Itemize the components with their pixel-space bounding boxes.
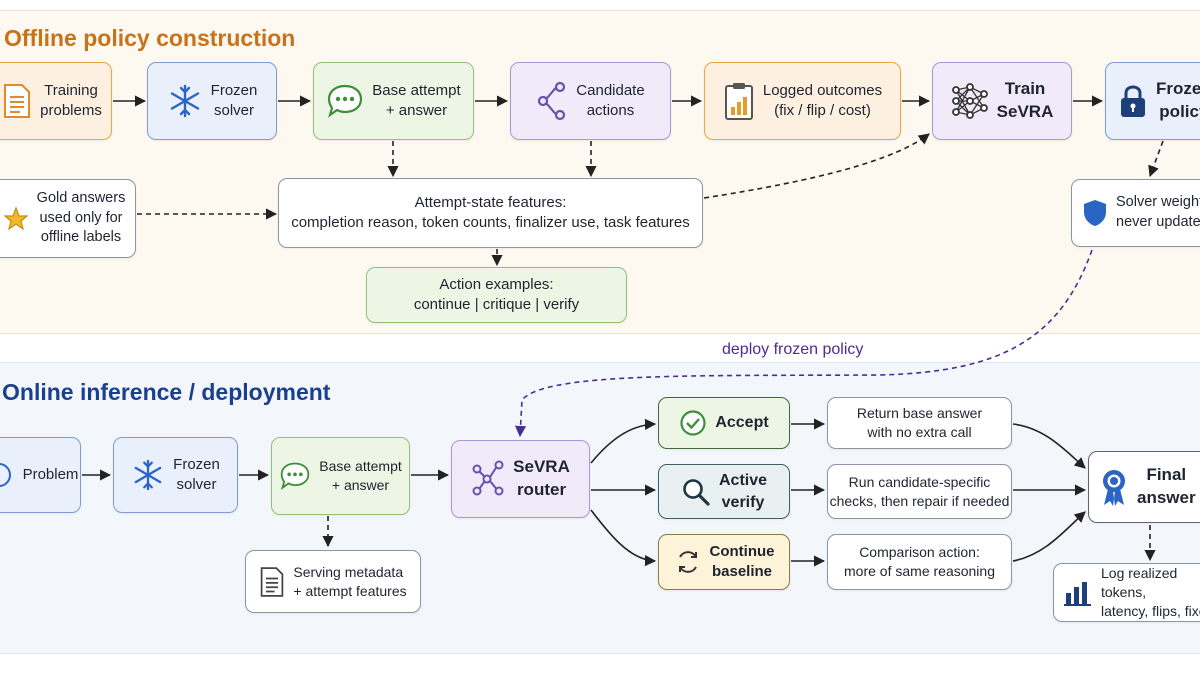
arrow-router-to-continue (590, 509, 657, 567)
candidate-actions-box: Candidate actions (510, 62, 671, 140)
arrow-features-to-train (703, 133, 930, 199)
arrow-policy-to-weights (1148, 140, 1164, 178)
base-attempt-label: Base attempt + answer (372, 81, 461, 119)
snowflake-icon (131, 458, 165, 492)
training-problems-label: Training problems (40, 81, 102, 119)
base-attempt-box: Base attempt + answer (313, 62, 474, 140)
chat-icon (279, 461, 311, 491)
attempt-features-box: Attempt-state features: completion reaso… (278, 178, 703, 248)
sevra-router-label: SeVRA router (513, 457, 570, 499)
action-examples-label: Action examples: continue | critique | v… (413, 275, 580, 313)
check-circle-icon (679, 409, 707, 437)
logged-outcomes-label: Logged outcomes (fix / flip / cost) (762, 81, 883, 119)
solver-weights-label: Solver weights never updated (1116, 194, 1200, 230)
frozen-policy-box: Frozen policy (1105, 62, 1200, 140)
star-icon (3, 205, 29, 232)
final-answer-box: Final answer (1088, 451, 1200, 523)
frozen-solver-label: Frozen solver (210, 81, 258, 119)
sevra-router-box: SeVRA router (451, 440, 590, 518)
branch-icon (471, 459, 505, 499)
accept-label: Accept (715, 414, 769, 432)
serving-metadata-label: Serving metadata + attempt features (293, 563, 407, 599)
final-answer-label: Final answer (1137, 465, 1196, 507)
serving-metadata-box: Serving metadata + attempt features (245, 550, 421, 613)
offline-section-title: Offline policy construction (4, 25, 296, 51)
training-problems-box: Training problems (0, 62, 112, 140)
accept-description-box: Return base answer with no extra call (827, 397, 1012, 449)
snowflake-icon (167, 83, 203, 119)
active-verify-label: Active verify (718, 471, 768, 511)
bar-chart-icon (1063, 579, 1093, 607)
active-verify-box: Active verify (658, 464, 790, 519)
arrow-accept-desc-to-final (1012, 423, 1086, 469)
arrow-deploy-frozen-policy (514, 249, 1093, 438)
attempt-features-label: Attempt-state features: completion reaso… (291, 193, 690, 231)
action-examples-box: Action examples: continue | critique | v… (366, 267, 627, 323)
refresh-icon (674, 548, 702, 576)
question-icon (0, 462, 15, 488)
continue-baseline-box: Continue baseline (658, 534, 790, 590)
log-realized-label: Log realized tokens, latency, flips, fix… (1101, 565, 1200, 619)
online-base-attempt-box: Base attempt + answer (271, 437, 410, 515)
accept-box: Accept (658, 397, 790, 449)
frozen-solver-box: Frozen solver (147, 62, 277, 140)
verify-description-box: Run candidate-specific checks, then repa… (827, 464, 1012, 519)
clipboard-chart-icon (723, 81, 755, 121)
arrow-continue-desc-to-final (1012, 511, 1086, 562)
candidate-actions-label: Candidate actions (576, 81, 645, 119)
frozen-policy-label: Frozen policy (1156, 79, 1200, 121)
problem-box: Problem (0, 437, 81, 513)
logged-outcomes-box: Logged outcomes (fix / flip / cost) (704, 62, 901, 140)
arrow-router-to-accept (590, 418, 657, 464)
log-realized-box: Log realized tokens, latency, flips, fix… (1053, 563, 1200, 622)
document-icon (259, 566, 285, 598)
accept-description-label: Return base answer with no extra call (856, 405, 983, 440)
deploy-frozen-policy-label: deploy frozen policy (722, 341, 864, 358)
continue-baseline-label: Continue baseline (709, 542, 775, 580)
chat-icon (326, 83, 364, 119)
online-base-attempt-label: Base attempt + answer (319, 458, 402, 493)
gold-answers-box: Gold answers used only for offline label… (0, 179, 136, 258)
train-sevra-box: Train SeVRA (932, 62, 1072, 140)
online-section-title: Online inference / deployment (2, 379, 331, 405)
magnifier-icon (681, 477, 711, 507)
continue-description-label: Comparison action: more of same reasonin… (844, 544, 995, 579)
gold-answers-label: Gold answers used only for offline label… (36, 190, 126, 246)
neural-net-icon (951, 82, 989, 120)
solver-weights-box: Solver weights never updated (1071, 179, 1200, 247)
document-icon (2, 83, 32, 119)
problem-label: Problem (22, 465, 79, 483)
online-frozen-solver-box: Frozen solver (113, 437, 238, 513)
continue-description-box: Comparison action: more of same reasonin… (827, 534, 1012, 590)
ribbon-icon (1099, 467, 1129, 507)
verify-description-label: Run candidate-specific checks, then repa… (829, 473, 1010, 509)
shield-icon (1082, 198, 1108, 228)
train-sevra-label: Train SeVRA (996, 79, 1054, 121)
online-frozen-solver-label: Frozen solver (173, 455, 220, 493)
padlock-icon (1118, 82, 1148, 120)
branch-icon (536, 81, 568, 121)
